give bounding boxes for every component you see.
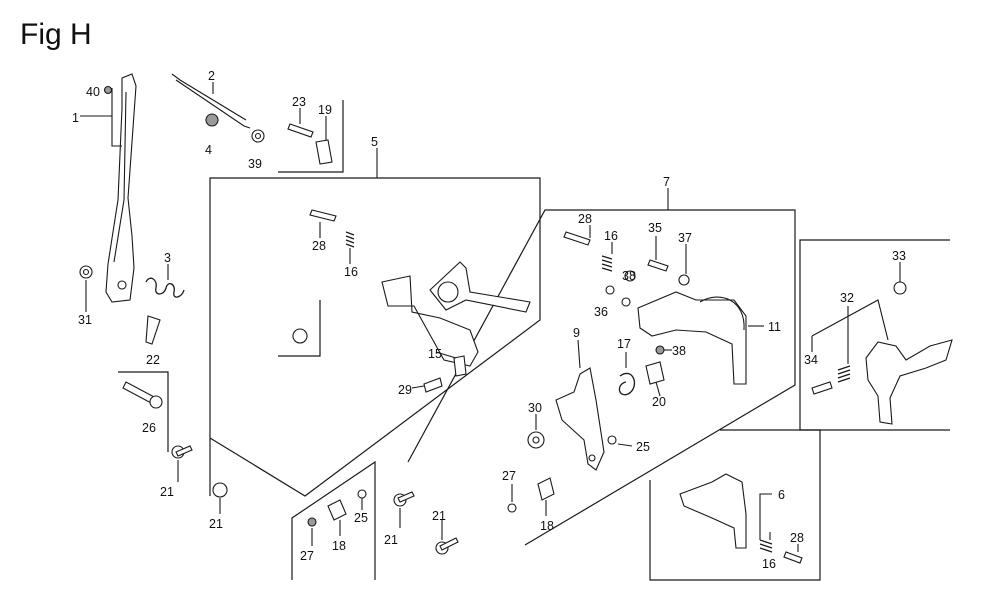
part-5-bracket <box>381 275 479 367</box>
callout-28-g7: 28 <box>578 212 592 226</box>
callout-4: 4 <box>205 143 212 157</box>
part-3-spring <box>145 277 185 298</box>
part-6-bracket <box>679 473 747 549</box>
callout-25-b: 25 <box>636 440 650 454</box>
callout-28-g5: 28 <box>312 239 326 253</box>
callout-38-b: 38 <box>672 344 686 358</box>
callout-21-a: 21 <box>160 485 174 499</box>
callout-28-g6: 28 <box>790 531 804 545</box>
callout-37: 37 <box>678 231 692 245</box>
part-2-wire <box>171 73 251 129</box>
callout-18-b: 18 <box>540 519 554 533</box>
callout-21-d: 21 <box>432 509 446 523</box>
part-9-arm <box>555 367 605 471</box>
group-27-frame <box>291 460 376 580</box>
callout-11: 11 <box>768 320 781 334</box>
group-frames <box>118 100 950 581</box>
callout-5: 5 <box>371 135 378 149</box>
callout-6: 6 <box>778 488 785 502</box>
callout-35: 35 <box>648 221 662 235</box>
group-5-frame <box>209 177 541 497</box>
callout-7: 7 <box>663 175 670 189</box>
group-23-frame <box>278 100 344 173</box>
callout-33: 33 <box>892 249 906 263</box>
callout-21-c: 21 <box>384 533 398 547</box>
callout-labels: 1 40 2 4 39 23 19 5 28 16 3 31 22 26 21 … <box>72 69 906 571</box>
callout-38-a: 38 <box>622 269 636 283</box>
callout-31: 31 <box>78 313 92 327</box>
callout-23: 23 <box>292 95 306 109</box>
group-5-inner <box>278 300 321 357</box>
callout-16-g6: 16 <box>762 557 776 571</box>
callout-40: 40 <box>86 85 100 99</box>
group-26-frame <box>118 371 169 452</box>
callout-20: 20 <box>652 395 666 409</box>
callout-36: 36 <box>594 305 608 319</box>
group-6-frame <box>649 429 821 581</box>
callout-2: 2 <box>208 69 215 83</box>
part-drawings <box>79 73 953 564</box>
part-33-bracket <box>865 339 953 425</box>
callout-32: 32 <box>840 291 854 305</box>
callout-27-b: 27 <box>502 469 516 483</box>
callout-22: 22 <box>146 353 160 367</box>
callout-30: 30 <box>528 401 542 415</box>
callout-1: 1 <box>72 111 79 125</box>
callout-39: 39 <box>248 157 262 171</box>
part-11-bracket <box>637 291 747 385</box>
callout-18-a: 18 <box>332 539 346 553</box>
callout-29: 29 <box>398 383 412 397</box>
group-33-frame <box>799 239 950 431</box>
callout-16-g5: 16 <box>344 265 358 279</box>
callout-19: 19 <box>318 103 332 117</box>
callout-17: 17 <box>617 337 631 351</box>
callout-15: 15 <box>428 347 442 361</box>
callout-3: 3 <box>164 251 171 265</box>
callout-21-b: 21 <box>209 517 223 531</box>
leader-lines <box>80 82 901 552</box>
callout-27-a: 27 <box>300 549 314 563</box>
group-7-frame <box>407 209 796 546</box>
callout-26: 26 <box>142 421 156 435</box>
callout-9: 9 <box>573 326 580 340</box>
part-1-lever <box>105 73 137 303</box>
figure-title: Fig H <box>20 18 92 51</box>
callout-25-a: 25 <box>354 511 368 525</box>
callout-16-g7: 16 <box>604 229 618 243</box>
callout-34: 34 <box>804 353 818 367</box>
